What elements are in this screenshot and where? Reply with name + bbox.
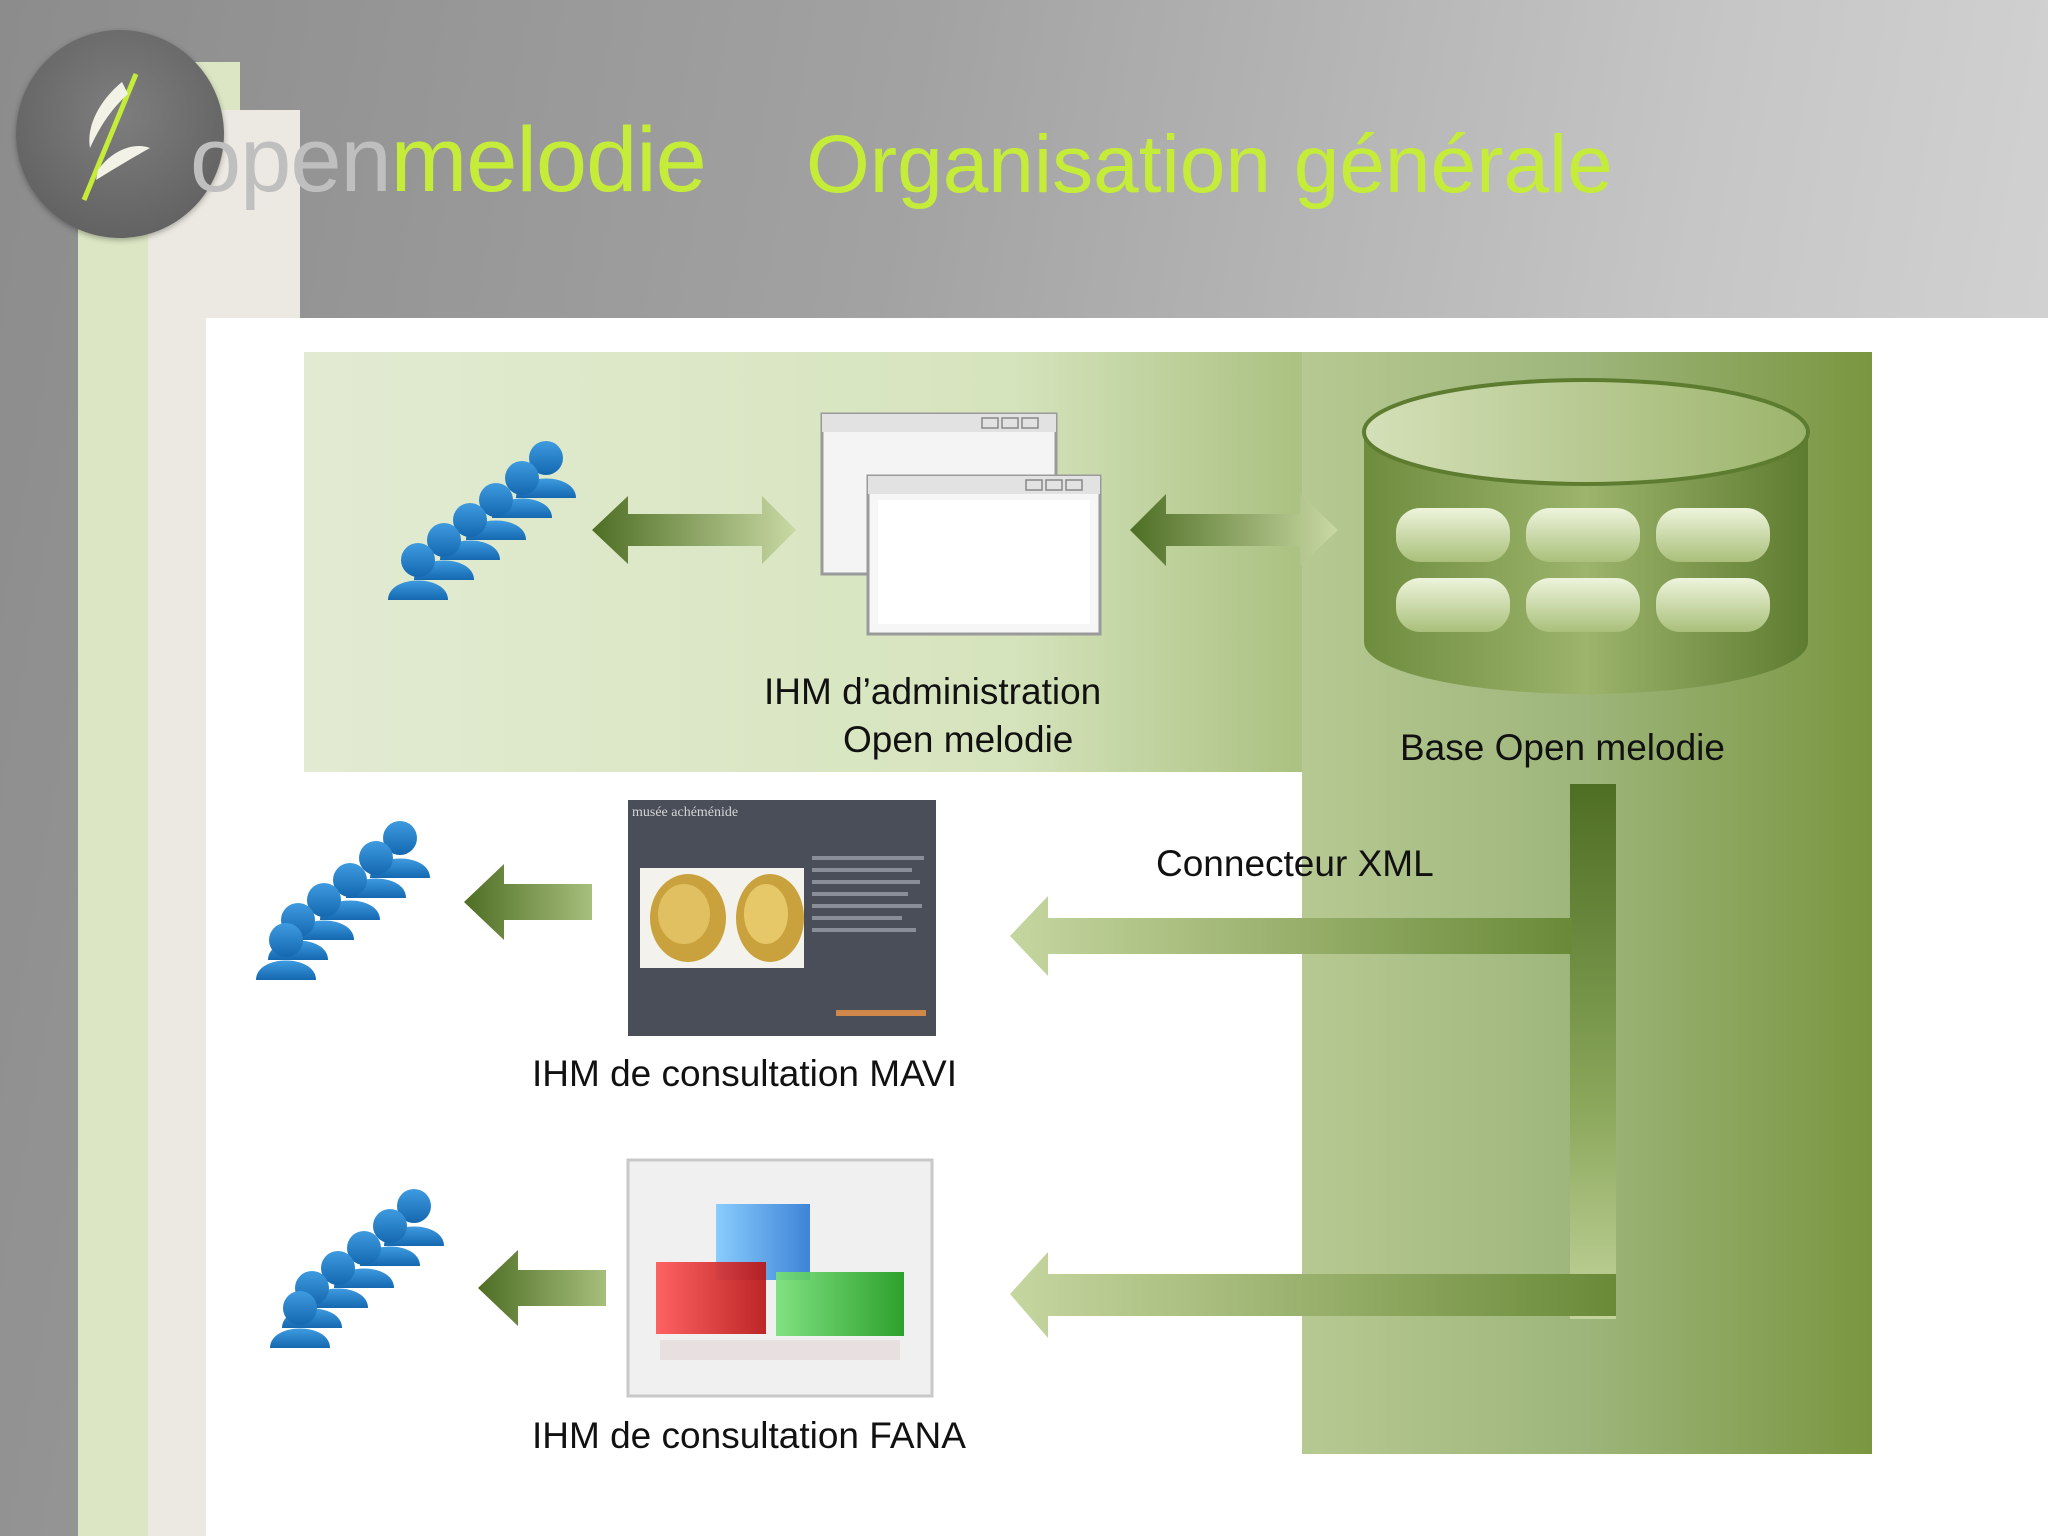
fana-label: IHM de consultation FANA	[532, 1415, 966, 1456]
connector-label: Connecteur XML	[1156, 843, 1434, 884]
users-icon	[388, 441, 576, 600]
slide-title: Organisation générale	[806, 119, 1613, 210]
connector-vertical-bar	[1570, 784, 1616, 1319]
window-icon	[820, 412, 1102, 636]
mavi-label: IHM de consultation MAVI	[532, 1053, 957, 1094]
connector-arrow-mavi	[1010, 896, 1572, 976]
arrow-to-users	[478, 1250, 606, 1326]
connector-arrow-fana	[1010, 1252, 1616, 1338]
admin-ui-label-line2: Open melodie	[843, 719, 1074, 760]
users-icon	[270, 1189, 444, 1348]
database-label: Base Open melodie	[1400, 727, 1725, 768]
cubes-icon	[626, 1158, 934, 1398]
admin-ui-label-line1: IHM d’administration	[764, 671, 1102, 712]
users-icon	[256, 821, 430, 980]
bidirectional-arrow	[1130, 494, 1338, 566]
logo-open-text: open	[190, 109, 392, 211]
logo-quill-icon	[16, 30, 224, 238]
bidirectional-arrow	[592, 496, 796, 564]
mavi-screenshot-title: musée achéménide	[632, 805, 739, 820]
logo-melodie-text: melodie	[390, 109, 707, 211]
mavi-screenshot	[628, 800, 936, 1036]
arrow-to-users	[464, 864, 592, 940]
logo-wordmark: openmelodie	[190, 108, 707, 213]
database-icon	[1362, 378, 1810, 694]
